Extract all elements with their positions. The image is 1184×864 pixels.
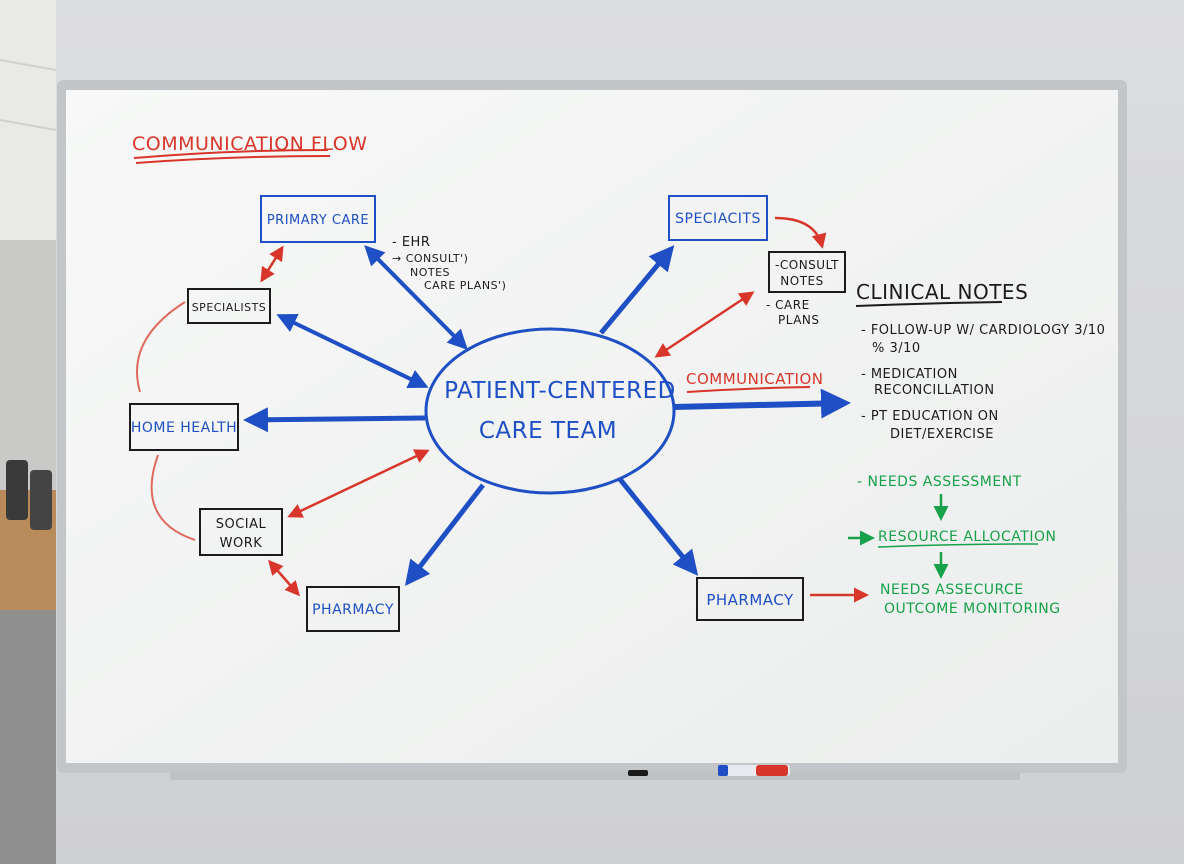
clinical-note-1: - FOLLOW-UP W/ CARDIOLOGY 3/10 (861, 323, 1105, 338)
clinical-note-6: DIET/EXERCISE (890, 427, 994, 442)
clinical-notes-title: CLINICAL NOTES (856, 280, 1028, 304)
home-health-label: HOME HEALTH (131, 420, 237, 436)
green-step-3-line2: OUTCOME MONITORING (884, 601, 1061, 617)
green-step-2: RESOURCE ALLOCATION (878, 529, 1056, 545)
consult-label-line1: -CONSULT (775, 258, 839, 272)
clinical-note-4: RECONCILLATION (874, 383, 995, 398)
center-ellipse (424, 327, 676, 495)
node-primary-care: PRIMARY CARE (260, 195, 376, 243)
arrow-center-primary (364, 245, 468, 350)
pharmacy-right-label: PHARMACY (706, 591, 794, 609)
care-plans-line1: - CARE (766, 298, 810, 312)
center-label-line1: PATIENT-CENTERED (444, 378, 676, 404)
pharmacy-left-label: PHARMACY (312, 602, 394, 618)
left-curve-bottom (150, 454, 196, 541)
arrow-center-social-work (287, 449, 430, 518)
arrow-center-pharmacy-right (617, 476, 699, 576)
arrow-center-consult (654, 291, 755, 358)
node-pharmacy-left: PHARMACY (306, 586, 400, 632)
clinical-note-3: - MEDICATION (861, 367, 958, 382)
green-step-3-line1: NEEDS ASSECURCE (880, 582, 1024, 598)
node-specialists-left: SPECIALISTS (187, 288, 271, 324)
office-chair (6, 460, 28, 520)
node-home-health: HOME HEALTH (129, 403, 239, 451)
specialists-right-label: SPECIACITS (675, 211, 761, 227)
marker-tray (170, 772, 1020, 780)
office-floor (0, 610, 56, 864)
office-chair (30, 470, 52, 530)
arrow-center-specialists (276, 313, 429, 389)
left-curve-top (136, 301, 186, 393)
primary-note-3: NOTES (410, 266, 450, 279)
arrow-center-clinical-notes (673, 388, 851, 419)
primary-note-2: → CONSULT') (392, 252, 468, 265)
node-consult-notes: -CONSULT NOTES (768, 251, 846, 293)
primary-note-1: - EHR (392, 235, 430, 250)
primary-care-label: PRIMARY CARE (267, 213, 369, 228)
office-ceiling (0, 0, 56, 240)
arrow-center-specialists-right (599, 245, 675, 335)
green-step-1: - NEEDS ASSESSMENT (857, 474, 1022, 490)
specialists-left-label: SPECIALISTS (192, 301, 267, 314)
node-social-work: SOCIAL WORK (199, 508, 283, 556)
arrow-center-home-health (243, 407, 426, 433)
center-label-line2: CARE TEAM (479, 418, 617, 444)
consult-label-line2: NOTES (780, 274, 823, 288)
arrow-specialists-consult (774, 216, 827, 249)
node-specialists-right: SPECIACITS (668, 195, 768, 241)
primary-note-4: CARE PLANS') (424, 279, 506, 292)
communication-label: COMMUNICATION (686, 370, 823, 388)
arrow-center-pharmacy-left (404, 483, 485, 586)
clinical-note-5: - PT EDUCATION ON (861, 409, 999, 424)
clinical-note-2: % 3/10 (872, 341, 921, 356)
marker-red (756, 765, 788, 776)
node-pharmacy-right: PHARMACY (696, 577, 804, 621)
care-plans-line2: PLANS (778, 313, 820, 327)
whiteboard-surface (66, 90, 1118, 763)
arrow-social-pharmacy (268, 559, 300, 597)
arrow-primary-specialists (260, 245, 284, 283)
marker-black (628, 770, 648, 776)
social-work-label-line2: WORK (220, 536, 263, 551)
marker-blue (718, 765, 728, 776)
social-work-label-line1: SOCIAL (216, 517, 267, 532)
